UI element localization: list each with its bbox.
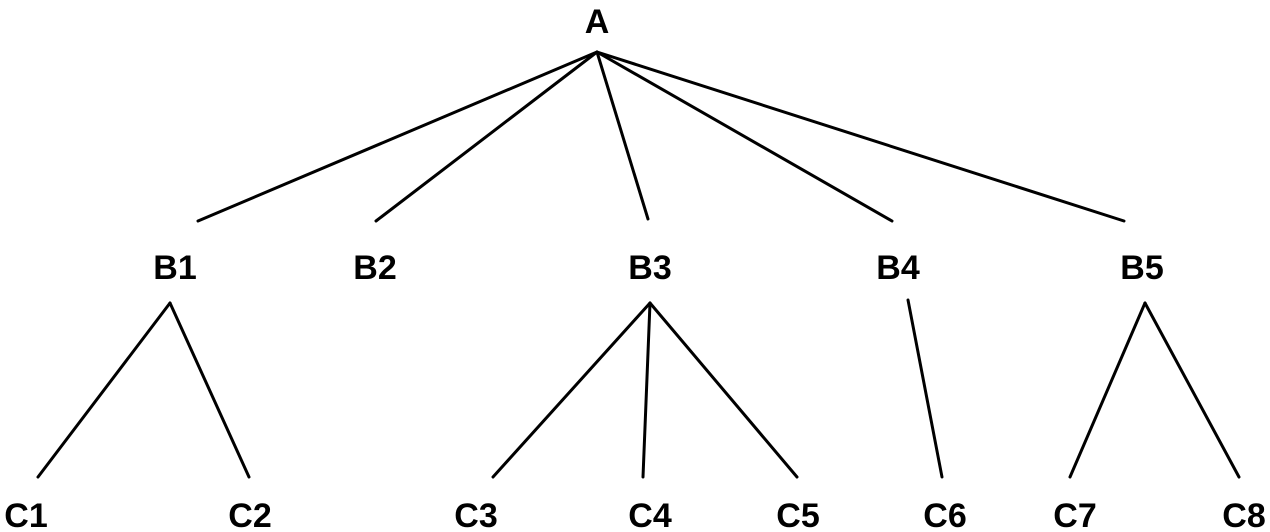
node-B5: B5 (1120, 249, 1163, 287)
edge-A-B1 (196, 50, 599, 223)
node-B2: B2 (353, 249, 396, 287)
edge-A-B5 (595, 50, 1126, 223)
edge-B5-C8 (1143, 301, 1241, 479)
node-B3: B3 (628, 249, 671, 287)
node-C7: C7 (1053, 497, 1096, 532)
node-A: A (585, 3, 610, 41)
edge-B3-C3 (491, 301, 652, 479)
node-C6: C6 (923, 497, 966, 532)
tree-edges (36, 50, 1241, 479)
node-C5: C5 (776, 497, 819, 532)
node-B4: B4 (876, 249, 920, 287)
edge-B5-C7 (1068, 301, 1147, 479)
edge-B1-C1 (36, 301, 172, 479)
edge-A-B2 (374, 50, 599, 223)
node-B1: B1 (153, 249, 196, 287)
node-C3: C3 (454, 497, 497, 532)
edge-B3-C4 (641, 301, 652, 479)
edge-A-B3 (595, 50, 650, 221)
edge-B3-C5 (648, 301, 799, 479)
node-C8: C8 (1222, 497, 1265, 532)
node-C1: C1 (4, 497, 47, 532)
node-C4: C4 (628, 497, 672, 532)
edge-B4-C6 (906, 298, 944, 479)
edge-A-B4 (595, 50, 894, 223)
edge-B1-C2 (168, 301, 251, 479)
node-C2: C2 (228, 497, 271, 532)
